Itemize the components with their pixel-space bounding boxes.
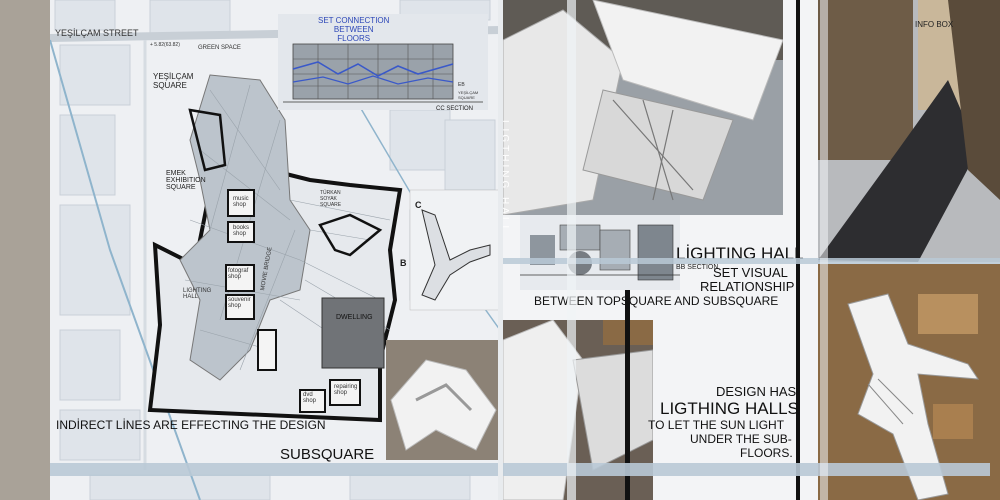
cc-section-title: SET CONNECTION BETWEEN FLOORS — [318, 16, 390, 43]
vertical-bar-black — [796, 0, 800, 500]
subsquare-title: SUBSQUARE — [280, 446, 375, 463]
books-shop-label: books shop — [233, 225, 250, 237]
section-marker-c: C — [415, 200, 422, 210]
design-line-3: TO LET THE SUN LIGHT — [648, 418, 785, 432]
divider-bar — [625, 290, 630, 500]
cc-section-label: CC SECTION — [436, 106, 474, 112]
cc-level-b: YEŞİLÇAM SQUARE — [458, 90, 479, 100]
lighting-hall-plan-label: LIGHTING HALL — [183, 288, 212, 300]
visual-line-2: RELATIONSHIP — [700, 279, 795, 294]
model-photo-cardboard-bottom — [818, 264, 1000, 500]
level-label: + 5.82(63.82) — [150, 42, 180, 48]
cc-section-drawing — [283, 43, 483, 103]
dwelling-label: DWELLING — [336, 314, 373, 321]
souvenir-shop-label: souvenir shop — [228, 297, 251, 309]
design-line-5: FLOORS. — [740, 446, 793, 460]
emek-square-label: EMEK EXHIBITION SQUARE — [166, 170, 206, 191]
vertical-band-left — [567, 0, 576, 500]
design-line-1: DESIGN HAS — [716, 384, 797, 399]
bb-section-drawing — [520, 224, 680, 281]
design-line-2: LIGTHING HALLS — [660, 399, 799, 418]
model-photo-subsquare — [386, 340, 500, 460]
turkan-square-label: TÜRKAN SOYAK SQUARE — [320, 190, 342, 208]
indirect-lines-note: INDİRECT LİNES ARE EFFECTING THE DESIGN — [56, 418, 326, 432]
yesilcam-square-label: YEŞİLÇAM SQUARE — [153, 72, 194, 90]
foto-shop-label: fotograf shop — [228, 268, 249, 280]
horizontal-band-middle — [500, 258, 1000, 264]
visual-line-1: SET VISUAL — [713, 265, 788, 280]
info-box-label: INFO BOX — [915, 20, 954, 29]
music-shop-label: music shop — [233, 196, 249, 208]
horizontal-band-lower — [50, 463, 990, 476]
dvd-shop-label: dvd shop — [303, 392, 317, 404]
visual-line-3: BETWEEN TOPSQUARE AND SUBSQUARE — [534, 294, 779, 308]
cc-level-a: EB — [458, 82, 465, 88]
left-margin-band — [0, 0, 50, 500]
design-line-4: UNDER THE SUB- — [690, 432, 792, 446]
repairing-shop-label: repairing shop — [334, 384, 358, 396]
bb-section-label: BB SECTION — [676, 264, 719, 271]
street-label: YEŞİLÇAM STREET — [55, 28, 139, 38]
site-plan-drawing — [50, 0, 500, 500]
vertical-band-center — [498, 0, 503, 500]
vertical-band-right — [820, 0, 828, 500]
section-marker-b: B — [400, 258, 407, 268]
green-space-label: GREEN SPACE — [198, 45, 241, 51]
model-photo-cardboard-top — [818, 0, 1000, 262]
bb-section-inset — [520, 215, 680, 290]
model-photo-lighting-hall — [503, 0, 783, 215]
cc-section-inset: SET CONNECTION BETWEEN FLOORS EB YEŞİLÇA… — [278, 14, 488, 110]
